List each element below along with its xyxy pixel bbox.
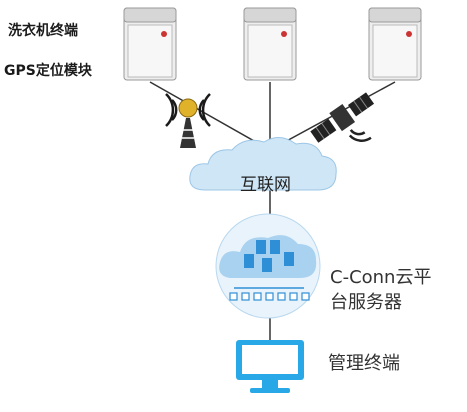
cell-tower-icon [165,93,211,148]
washing-machine-icon [123,7,177,81]
gps-module-label: GPS定位模块 [4,63,92,79]
washing-machine-icon [368,7,422,81]
cloud-server-label-line1: C-Conn云平 [330,267,432,288]
line-washer1-to-hub [149,81,271,151]
washer-terminal-label: 洗衣机终端 [8,23,78,39]
satellite-icon [310,92,375,143]
monitor-icon [236,340,304,393]
cloud-icon [189,137,337,191]
management-terminal-label: 管理终端 [328,353,400,374]
washing-machine-icon [243,7,297,81]
cloud-server-label-line2: 台服务器 [330,292,402,313]
cloud-server-icon [215,213,321,319]
internet-label: 互联网 [240,175,291,195]
